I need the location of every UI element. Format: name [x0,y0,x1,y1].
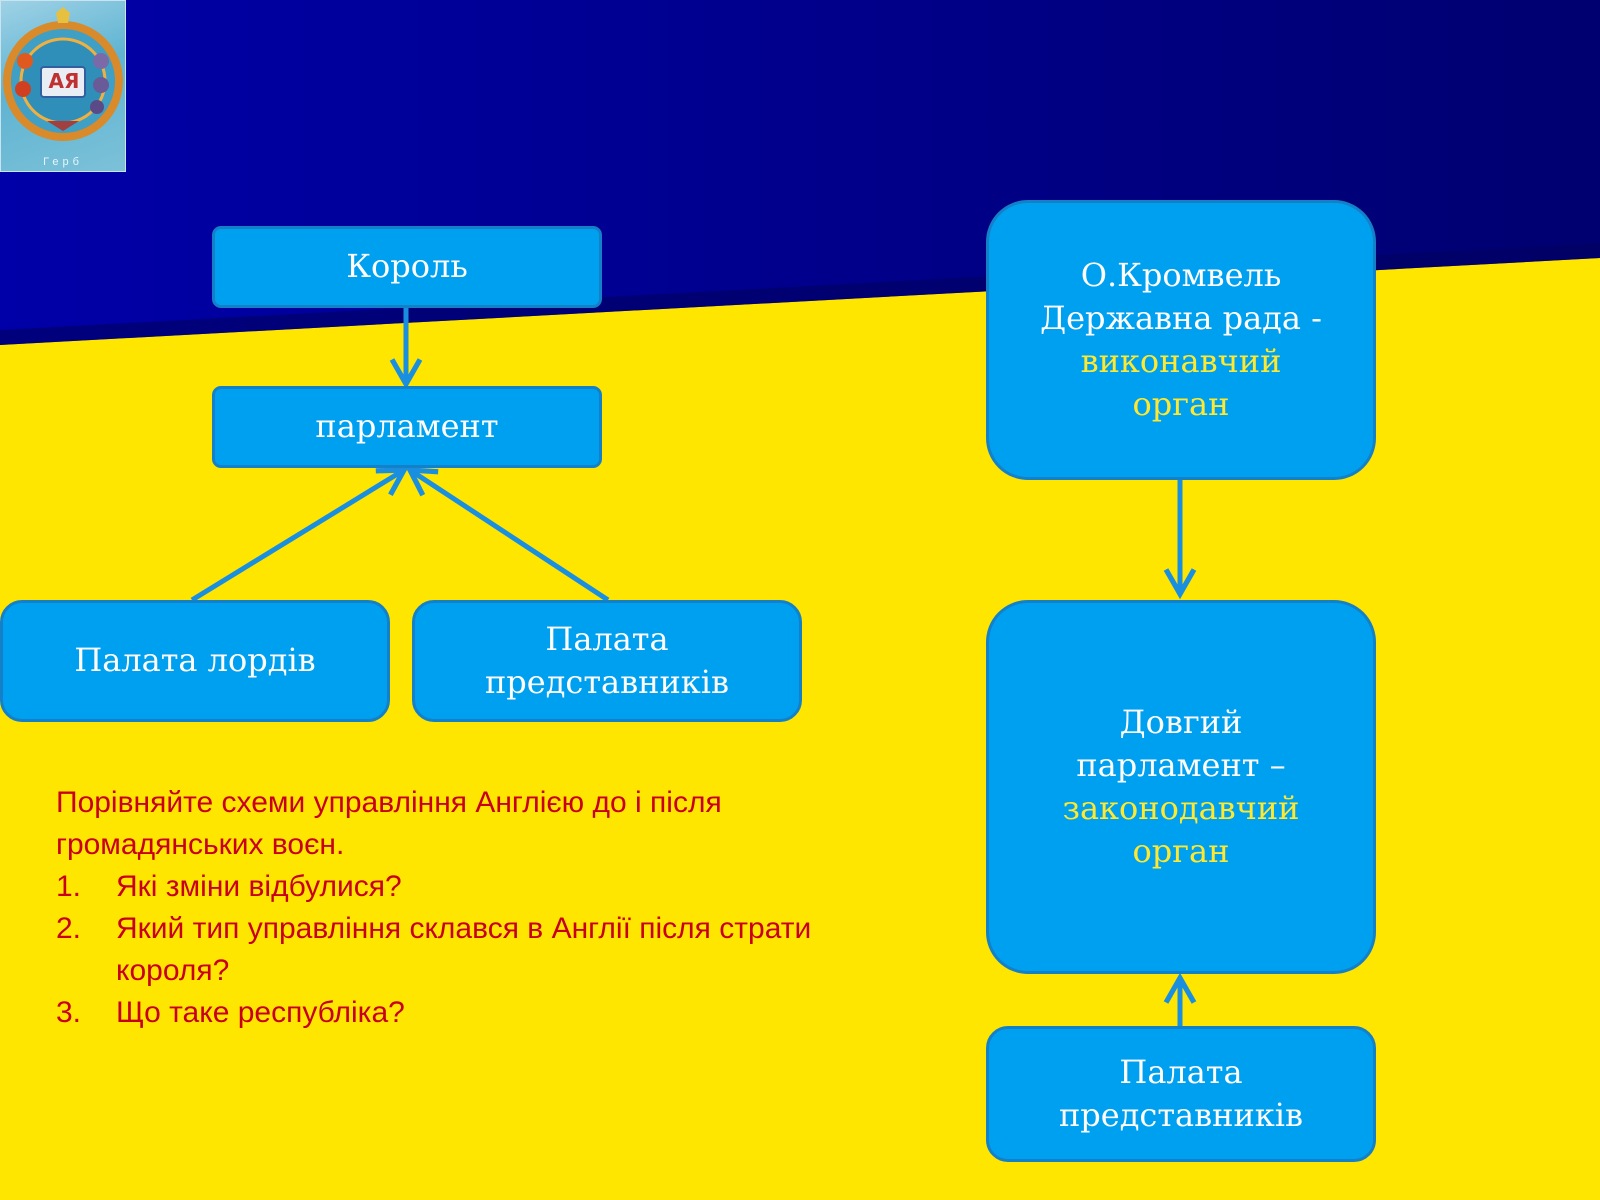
house-of-lords-label: Палата лордів [74,641,316,680]
legislative-line1: Довгий [1119,702,1243,741]
lords-to-parliament-arrow [190,467,409,603]
house-of-commons-label-line2: представників [484,663,730,701]
house-of-commons-box-left: Палата представників [412,600,802,722]
question-item-1: 1. Які зміни відбулися? [56,866,946,908]
parliament-box: парламент [212,386,602,468]
house-of-commons-right-line1: Палата [1119,1052,1243,1091]
questions-intro-line1: Порівняйте схеми управління Англією до і… [56,786,722,819]
executive-role-line1: виконавчий [1080,342,1282,380]
house-of-lords-box: Палата лордів [0,600,390,722]
house-of-commons-label-line1: Палата [545,619,669,658]
question-number-3: 3. [56,996,82,1029]
questions-intro-line2: громадянських воєн. [56,828,345,861]
house-of-commons-right-line2: представників [1058,1096,1304,1134]
king-box: Король [212,226,602,308]
questions-block: Порівняйте схеми управління Англією до і… [56,782,946,1034]
question-text-2-line2: короля? [116,954,230,987]
question-text-2-line1: Який тип управління склався в Англії піс… [116,912,812,945]
executive-role-line2: орган [1132,385,1230,424]
king-label: Король [346,247,468,286]
parliament-label: парламент [315,407,499,446]
question-text-3: Що таке республіка? [116,996,405,1029]
legislative-role-line2: орган [1132,832,1230,871]
logo-label: АЯ [48,69,80,93]
legislative-box: Довгий парламент – законодавчий орган [986,600,1376,974]
questions-list: 1. Які зміни відбулися? 2. Який тип упра… [56,866,946,1034]
question-number-1: 1. [56,870,82,903]
question-item-2: 2. Який тип управління склався в Англії … [56,908,946,992]
question-text-1: Які зміни відбулися? [116,870,402,903]
question-item-3: 3. Що таке республіка? [56,992,946,1034]
house-of-commons-box-right: Палата представників [986,1026,1376,1162]
logo-caption: Герб [43,156,83,168]
executive-line2: Державна рада - [1040,298,1322,337]
legislative-role-line1: законодавчий [1062,789,1300,827]
emblem-icon [3,7,123,141]
executive-line1: О.Кромвель [1080,255,1282,294]
question-number-2: 2. [56,912,82,945]
executive-box: О.Кромвель Державна рада - виконавчий ор… [986,200,1376,480]
commons-to-parliament-arrow [405,467,610,603]
legislative-line2: парламент – [1076,745,1286,784]
coat-of-arms-logo: АЯ Герб [0,0,126,172]
